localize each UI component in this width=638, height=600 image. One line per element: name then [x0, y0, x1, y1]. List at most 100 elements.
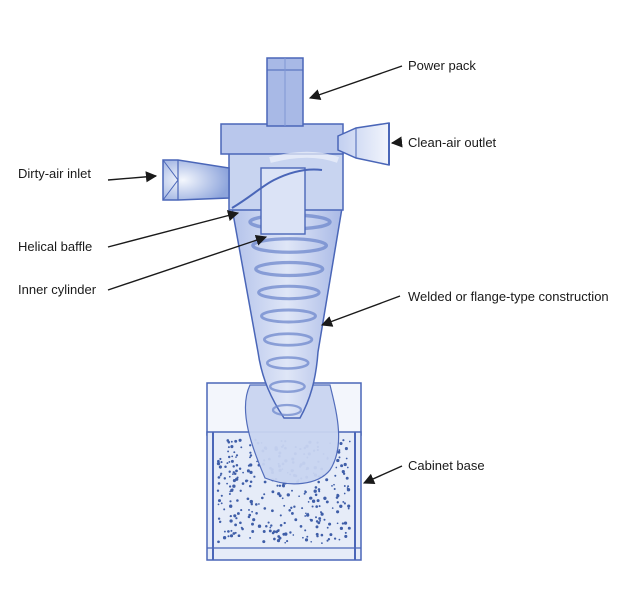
cyclone-top-plate: [221, 124, 343, 154]
debris-dot: [279, 538, 281, 540]
debris-dot: [271, 509, 274, 512]
debris-dot: [261, 497, 264, 500]
debris-dot: [326, 500, 329, 503]
power-pack-arrow: [310, 66, 402, 98]
dirty-air-inlet-arrow: [108, 176, 156, 180]
debris-dot: [304, 491, 307, 494]
debris-dot: [279, 494, 282, 497]
debris-dot: [308, 501, 310, 503]
debris-dot: [242, 472, 244, 474]
debris-dot: [251, 530, 254, 533]
debris-dot: [229, 471, 231, 473]
debris-dot: [336, 459, 339, 462]
debris-dot: [301, 507, 303, 509]
debris-dot: [339, 505, 342, 508]
debris-dot: [344, 502, 346, 504]
debris-dot: [269, 529, 272, 532]
debris-dot: [237, 476, 239, 478]
debris-dot: [234, 440, 237, 443]
debris-dot: [277, 535, 280, 538]
debris-dot: [317, 481, 320, 484]
debris-dot: [315, 505, 318, 508]
debris-dot: [291, 512, 294, 515]
debris-dot: [286, 540, 288, 542]
debris-dot: [230, 530, 232, 532]
helical-baffle-arrow: [108, 213, 238, 247]
debris-dot: [337, 522, 339, 524]
debris-dot: [232, 465, 234, 467]
debris-dot: [250, 454, 252, 456]
debris-dot: [230, 489, 233, 492]
debris-dot: [217, 462, 220, 465]
debris-dot: [344, 463, 347, 466]
debris-dot: [337, 501, 339, 503]
debris-dot: [318, 517, 321, 520]
debris-dot: [221, 502, 223, 504]
debris-dot: [258, 525, 261, 528]
debris-dot: [230, 515, 232, 517]
debris-dot: [249, 485, 252, 488]
debris-dot: [228, 456, 230, 458]
debris-dot: [255, 512, 258, 515]
debris-dot: [233, 471, 235, 473]
debris-dot: [229, 476, 231, 478]
debris-dot: [314, 490, 317, 493]
debris-dot: [282, 497, 284, 499]
debris-dot: [306, 513, 309, 516]
debris-dot: [226, 462, 228, 464]
debris-dot: [240, 509, 242, 511]
debris-dot: [221, 495, 223, 497]
debris-dot: [239, 467, 241, 469]
debris-dot: [230, 445, 233, 448]
debris-dot: [344, 535, 347, 538]
debris-dot: [228, 446, 230, 448]
debris-dot: [241, 528, 244, 531]
debris-dot: [293, 506, 295, 508]
debris-dot: [235, 456, 237, 458]
debris-dot: [318, 488, 321, 491]
debris-dot: [219, 465, 222, 468]
debris-dot: [227, 530, 230, 533]
debris-dot: [248, 514, 251, 517]
debris-dot: [249, 471, 252, 474]
debris-dot: [347, 505, 350, 508]
debris-dot: [319, 520, 321, 522]
debris-dot: [325, 478, 328, 481]
clean-air-outlet-funnel: [338, 123, 389, 165]
debris-dot: [282, 485, 285, 488]
debris-dot: [223, 536, 226, 539]
inner-cylinder-label: Inner cylinder: [18, 282, 97, 297]
debris-dot: [235, 517, 237, 519]
debris-dot: [290, 507, 292, 509]
debris-dot: [305, 538, 308, 541]
debris-dot: [304, 529, 306, 531]
debris-dot: [342, 470, 345, 473]
debris-dot: [336, 494, 339, 497]
debris-dot: [305, 512, 307, 514]
debris-dot: [270, 524, 272, 526]
debris-dot: [249, 452, 251, 454]
debris-dot: [279, 485, 281, 487]
debris-dot: [233, 514, 236, 517]
debris-dot: [316, 525, 319, 528]
debris-dot: [236, 454, 238, 456]
debris-dot: [218, 517, 220, 519]
debris-dot: [269, 527, 271, 529]
debris-dot: [321, 513, 324, 516]
debris-dot: [273, 538, 276, 541]
debris-dot: [348, 527, 351, 530]
debris-dot: [328, 523, 331, 526]
debris-dot: [271, 490, 274, 493]
debris-dot: [218, 482, 221, 485]
debris-dot: [234, 524, 237, 527]
debris-dot: [319, 505, 321, 507]
debris-dot: [235, 470, 238, 473]
debris-dot: [218, 476, 221, 479]
debris-dot: [306, 536, 308, 538]
debris-dot: [223, 508, 225, 510]
debris-dot: [231, 455, 233, 457]
debris-dot: [236, 499, 239, 502]
debris-dot: [280, 514, 282, 516]
debris-dot: [229, 493, 231, 495]
